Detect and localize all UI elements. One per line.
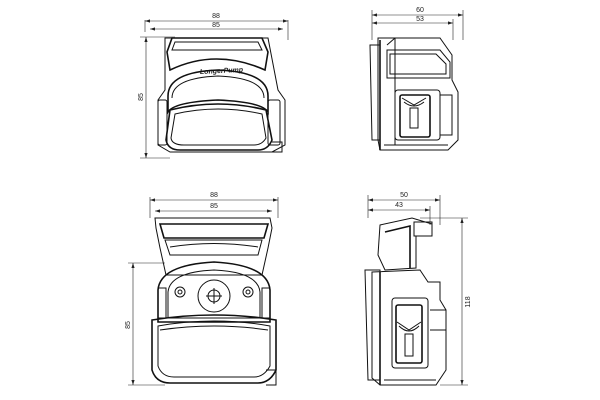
dimension-label-width-outer: 88 <box>210 192 218 199</box>
front-view-closed: 88 85 85 LongerPump <box>138 13 289 159</box>
dimension-width-inner: 85 <box>150 22 283 31</box>
side-view-closed: 60 53 <box>369 7 464 151</box>
dimension-label-depth-inner: 43 <box>395 202 403 209</box>
dimension-width-outer: 88 <box>149 192 279 218</box>
dimension-label-height: 85 <box>138 93 145 101</box>
brand-logo: LongerPump <box>200 67 244 76</box>
dimension-label-depth-outer: 60 <box>416 7 424 14</box>
dimension-label-width-outer: 88 <box>212 13 220 20</box>
dimension-height: 85 <box>138 36 175 159</box>
dimension-label-height: 85 <box>125 321 132 329</box>
dimension-label-width-inner: 85 <box>210 203 218 210</box>
dimension-label-depth-inner: 53 <box>416 16 424 23</box>
dimension-height: 118 <box>420 217 472 386</box>
dimension-depth-outer: 60 <box>371 7 464 40</box>
side-view-open: 50 43 118 <box>364 192 472 386</box>
dimension-depth-inner: 53 <box>372 16 454 40</box>
dimension-label-height: 118 <box>465 296 472 307</box>
dimension-width-inner: 85 <box>155 203 272 213</box>
dimension-width-outer: 88 <box>144 13 289 40</box>
dimension-depth-outer: 50 <box>367 192 441 225</box>
dimension-label-width-inner: 85 <box>212 22 220 29</box>
dimension-height: 85 <box>125 262 165 386</box>
front-view-open: 88 85 85 <box>125 192 279 386</box>
dimension-label-depth-outer: 50 <box>400 192 408 199</box>
